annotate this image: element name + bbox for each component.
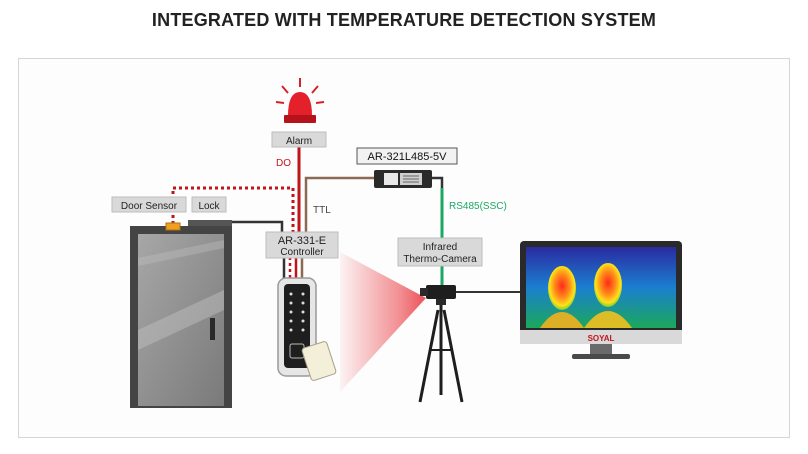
door-sensor-label: Door Sensor — [121, 201, 178, 212]
do-label: DO — [276, 158, 291, 169]
controller-model-label: AR-331-E — [278, 235, 326, 247]
alarm-beacon-icon — [275, 78, 325, 123]
lock-wire — [232, 220, 284, 232]
camera-label-line1: Infrared — [423, 242, 457, 253]
detection-beam — [340, 252, 426, 392]
thermal-camera-icon — [420, 285, 456, 305]
converter-label: AR-321L485-5V — [368, 151, 448, 163]
ttl-label: TTL — [313, 205, 331, 216]
camera-label-line2: Thermo-Camera — [403, 254, 477, 265]
door-sensor-device — [165, 222, 181, 231]
rs485-label: RS485(SSC) — [449, 201, 507, 212]
lock-label: Lock — [198, 201, 220, 212]
ttl-wire — [304, 176, 374, 232]
controller-name-label: Controller — [280, 247, 324, 258]
converter-cable — [432, 176, 444, 188]
door — [130, 220, 232, 408]
converter-module-icon — [374, 170, 432, 188]
monitor-icon: SOYAL — [520, 241, 682, 359]
alarm-label: Alarm — [286, 136, 312, 147]
tripod-icon — [418, 305, 464, 403]
monitor-brand-label: SOYAL — [588, 334, 615, 343]
page-title: INTEGRATED WITH TEMPERATURE DETECTION SY… — [151, 10, 657, 30]
door-handle-icon — [210, 318, 215, 340]
rfid-card-icon — [301, 341, 337, 381]
lock-device — [188, 220, 232, 226]
